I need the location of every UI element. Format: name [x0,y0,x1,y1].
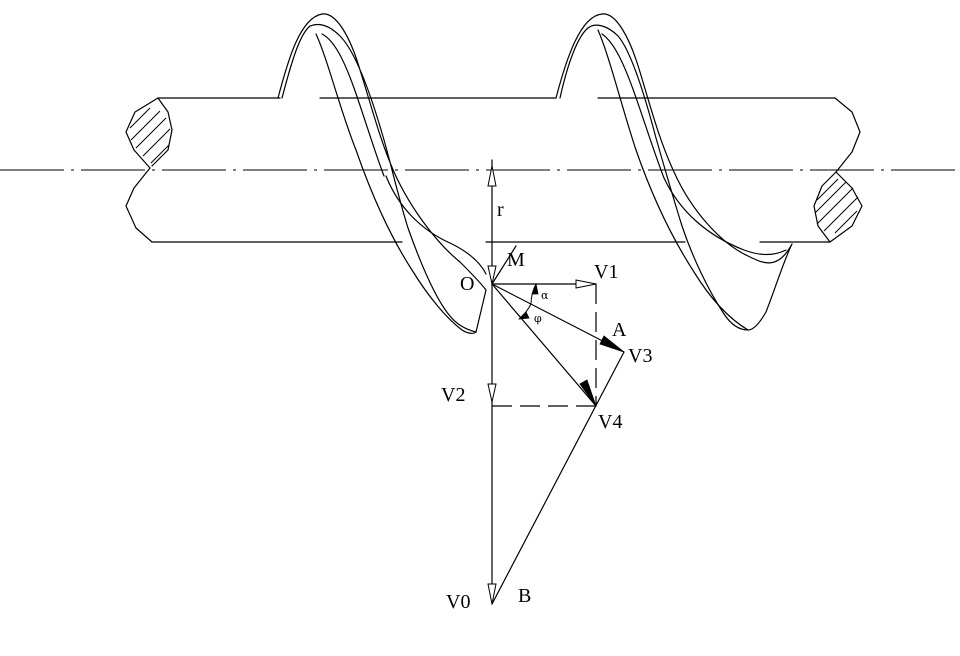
line-om [491,245,517,285]
shaft [151,97,836,243]
label-alpha: α [541,289,549,302]
label-phi: φ [534,312,542,325]
phi-arc-arrow [517,311,530,320]
label-v2: V2 [441,384,465,406]
label-a: A [612,319,627,341]
alpha-arc-arrow [531,282,539,295]
r-arrow-head [487,165,497,187]
shaft-left-break [125,97,173,243]
v3-arrow-head [599,335,625,353]
label-v3: V3 [628,345,652,367]
screw-flight-left [277,13,487,334]
v2-arrow-head [487,383,497,403]
v4-arrow-head [579,379,597,407]
v1-arrow-head [575,279,597,289]
vector-v4 [491,283,597,407]
line-v3-b [491,351,625,605]
label-m: M [507,249,525,271]
label-b: B [518,585,531,607]
label-v1: V1 [594,261,618,283]
screw-flight-right [555,13,793,331]
shaft-right-break [813,97,863,243]
label-o: O [460,273,474,295]
label-v4: V4 [598,411,622,433]
v0-arrow-head [487,583,497,605]
label-r: r [497,199,504,221]
label-v0: V0 [446,591,470,613]
o-arrow-head [487,265,497,285]
